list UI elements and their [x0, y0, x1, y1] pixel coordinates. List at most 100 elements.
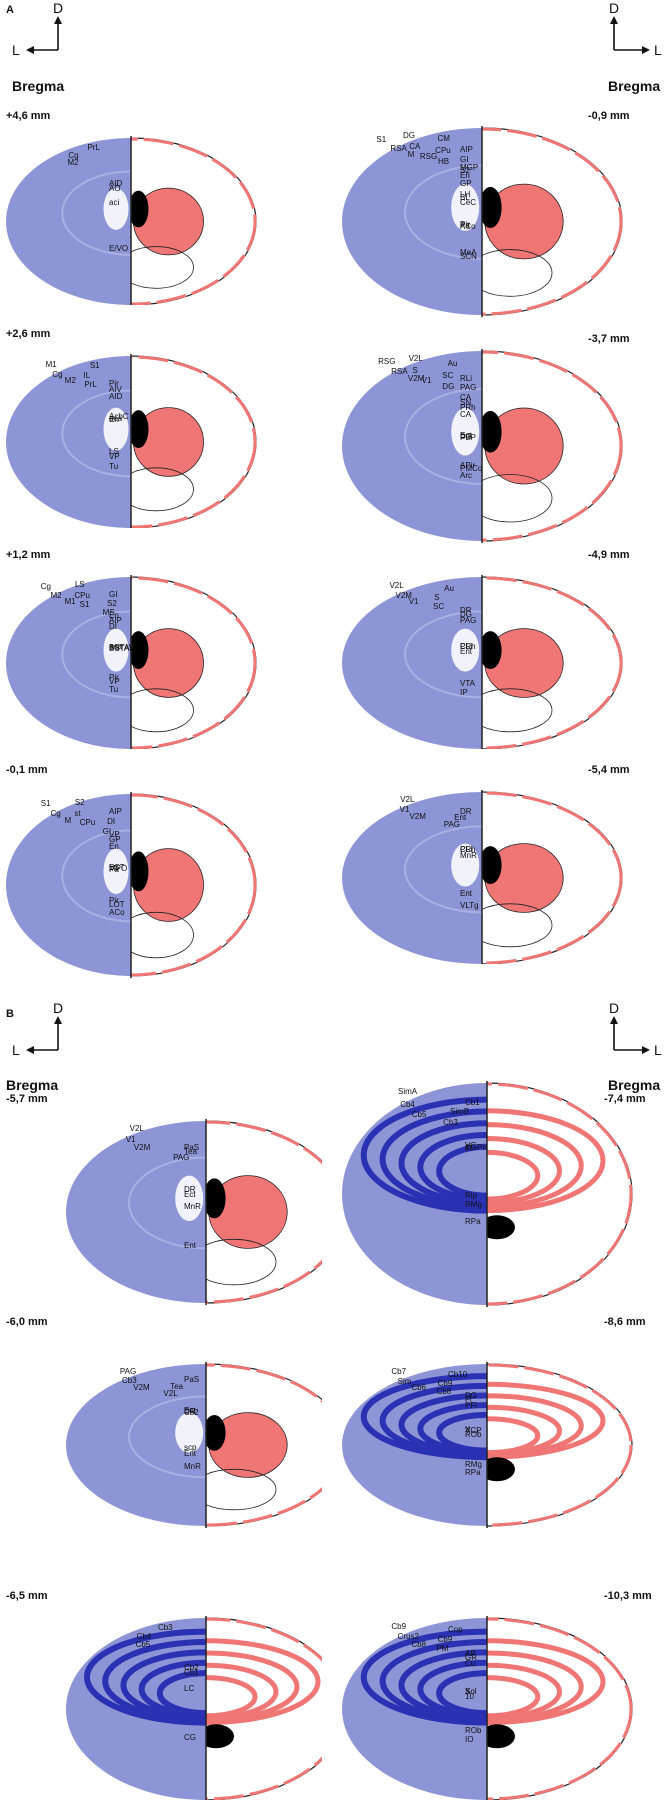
region-label: Ent: [184, 1240, 197, 1250]
nissl-hemisphere: [342, 792, 482, 964]
region-label: V2M: [409, 812, 426, 822]
region-label: Cb7: [391, 1367, 407, 1377]
region-label: Au: [447, 359, 458, 369]
brain-section-drawing: [342, 1616, 633, 1800]
nissl-hemisphere: [342, 351, 482, 541]
region-label: Cb5: [135, 1639, 151, 1649]
region-label: SC: [442, 370, 454, 380]
region-label: Cu: [465, 1659, 476, 1669]
cerebellar-highlight: [487, 1393, 584, 1459]
cerebellar-folium: [436, 1411, 487, 1454]
region-label: Au: [444, 583, 454, 593]
region-label: LS: [74, 580, 85, 590]
region-label: LS: [109, 446, 119, 456]
region-label: AO: [109, 183, 121, 193]
region-label: PAG: [119, 1366, 137, 1376]
region-label: PAG: [443, 820, 461, 830]
region-label: Tu: [109, 684, 119, 694]
region-label: LOT: [109, 899, 125, 909]
region-label: DI: [109, 622, 117, 632]
region-label: ACo: [109, 907, 125, 917]
bregma-level-label: -5,7 mm: [6, 1093, 48, 1105]
cerebellar-folium: [436, 1143, 487, 1199]
region-label: DG: [460, 431, 472, 441]
nissl-tissue: [342, 351, 482, 541]
region-label: DR: [184, 1407, 196, 1417]
cerebellar-folium: [156, 1670, 206, 1717]
schematic-hemisphere: [131, 793, 257, 977]
cerebellar-highlight: [487, 1662, 562, 1721]
region-label: Cb9: [437, 1379, 453, 1389]
schematic-hemisphere: [131, 576, 257, 749]
region-label: S1: [40, 799, 51, 809]
region-label: PAG: [460, 615, 477, 625]
nissl-hemisphere: [6, 138, 131, 305]
ventricle: [451, 408, 480, 456]
region-label: S: [434, 593, 440, 602]
region-label: En: [109, 610, 119, 620]
region-label: GP: [109, 835, 121, 845]
nissl-hemisphere: [66, 1618, 206, 1800]
region-label: V2M: [133, 1142, 151, 1152]
filled-region: [487, 1215, 515, 1240]
region-label: SC: [433, 601, 445, 611]
region-label: PBP: [460, 433, 477, 443]
cortical-highlight: [482, 350, 623, 542]
region-label: M2: [50, 590, 62, 600]
region-label: M: [407, 150, 415, 160]
bregma-level-label: -10,3 mm: [604, 1590, 652, 1602]
region-label: Fl: [465, 1143, 472, 1153]
ventricle: [103, 407, 129, 451]
region-label: En: [109, 842, 119, 852]
brain-section-drawing: [342, 349, 623, 543]
brain-section-drawing: [66, 1362, 322, 1528]
region-label: VCP: [465, 1425, 482, 1435]
region-label: AID: [109, 392, 123, 402]
region-label: CeC: [460, 198, 477, 208]
bregma-level-label: -0,9 mm: [588, 110, 630, 122]
panel-a-letter: A: [6, 4, 14, 16]
cortical-highlight: [131, 137, 257, 305]
region-label: PaS: [184, 1374, 200, 1384]
region-label: Sol: [465, 1687, 477, 1697]
region-label: PMCo: [460, 464, 483, 474]
region-label: DG: [460, 609, 472, 619]
region-label: DI: [107, 816, 116, 826]
region-label: GR: [465, 1652, 477, 1662]
cortical-highlight: [131, 576, 257, 749]
schematic-hemisphere: [131, 137, 257, 305]
internal-structure: [404, 388, 482, 485]
region-label: DG: [442, 381, 455, 391]
region-label: IP: [460, 687, 468, 697]
bregma-level-label: +4,6 mm: [6, 110, 51, 122]
schematic-hemisphere: [482, 791, 623, 964]
nissl-tissue: [6, 356, 131, 528]
region-label: VP: [109, 676, 120, 686]
region-label: RPa: [465, 1217, 481, 1227]
cortical-highlight: [487, 1617, 633, 1800]
lateral-label: L: [12, 1042, 20, 1058]
region-label: DG: [403, 131, 416, 141]
nissl-tissue: [342, 577, 482, 749]
bregma-heading: Bregma: [608, 78, 661, 94]
region-label: AIV: [109, 384, 122, 394]
internal-structure: [404, 164, 482, 260]
region-label: RSA: [390, 143, 407, 153]
cerebellar-highlight: [487, 1650, 584, 1723]
cortical-highlight: [482, 791, 623, 964]
brain-section-drawing: [342, 126, 623, 317]
region-label: RSG: [378, 357, 396, 367]
orientation-arrows-b-right: D L: [600, 1000, 670, 1062]
region-label: Cb8: [411, 1639, 427, 1649]
region-label: VP: [109, 829, 120, 839]
region-label: En: [109, 414, 119, 424]
region-label: S2: [107, 598, 117, 608]
region-label: CLi: [460, 642, 473, 652]
cortical-highlight: [131, 355, 257, 528]
dorsal-label: D: [53, 0, 64, 16]
region-label: BST: [109, 863, 125, 873]
